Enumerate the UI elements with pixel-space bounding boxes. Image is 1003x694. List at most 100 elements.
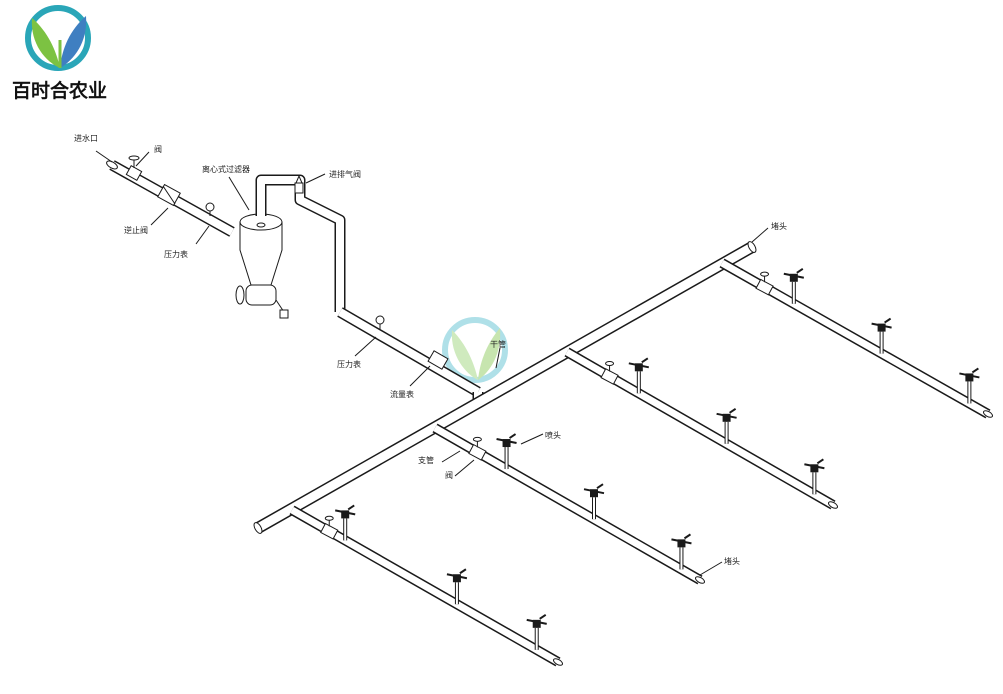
label-inlet: 进水口 [74, 133, 98, 143]
sprinkler-nozzle [508, 433, 517, 439]
label-check-valve: 逆止阀 [124, 225, 148, 235]
lateral-end-cap-icon [982, 410, 994, 418]
sprinkler-body [877, 323, 886, 332]
sprinkler-head-icon [671, 533, 692, 570]
sprinkler-arm [804, 463, 825, 470]
pressure-gauge-1 [205, 202, 215, 216]
sprinkler-head-icon [959, 367, 980, 404]
logo-drop [59, 17, 65, 23]
lateral-end-cap-icon [827, 501, 839, 509]
valve-body [468, 443, 487, 461]
sprinkler-nozzle [683, 533, 692, 540]
sprinkler-nozzle [641, 357, 649, 364]
sprinkler-head-icon [783, 267, 805, 304]
label-pressure-gauge: 压力表 [164, 249, 188, 259]
valve-body [755, 278, 774, 296]
label-flow-meter: 流量表 [390, 389, 414, 399]
sprinkler-body [722, 413, 731, 422]
label-centrifugal-filter: 离心式过滤器 [202, 164, 250, 174]
check-valve [157, 183, 181, 207]
inlet-valve [125, 155, 143, 181]
branch-valve-icon [320, 515, 339, 540]
pressure-gauge-2 [375, 315, 385, 330]
sprinkler-head-icon [496, 433, 517, 470]
sprinkler-body [634, 363, 643, 372]
sprinkler-arm [959, 372, 980, 379]
sprinkler-arm [783, 272, 805, 279]
lateral-pipe-fill [290, 506, 560, 666]
lateral-branch [289, 504, 564, 667]
sprinkler-arm [526, 618, 547, 625]
sprinkler-nozzle [596, 483, 604, 490]
logo-drop [49, 21, 55, 27]
main-pipe [253, 241, 757, 534]
branch-valve-icon [755, 271, 774, 296]
valve-handle [760, 271, 770, 277]
branch-valve-icon [468, 436, 487, 461]
sprinkler-arm [871, 322, 892, 329]
main-end-cap-right [747, 241, 757, 253]
sprinkler-body [502, 439, 511, 448]
lateral-branch [564, 347, 839, 510]
lateral-end-cap-icon [694, 576, 706, 584]
lateral-pipes [289, 258, 994, 667]
label-valve: 阀 [154, 145, 162, 154]
sprinkler-nozzle [884, 317, 892, 324]
valve-body [600, 368, 619, 385]
valve-handle [472, 436, 482, 442]
main-end-cap-left [253, 522, 263, 534]
valve-body [320, 522, 339, 540]
label-end-cap-bottom: 堵头 [724, 556, 740, 566]
air-valve [294, 174, 304, 194]
logo-leaf-left [31, 18, 60, 68]
sprinkler-arm [583, 488, 605, 495]
labels: 进水口 阀 逆止阀 压力表 离心式过滤器 进排气阀 压力表 流量表 干管 堵头 … [74, 133, 787, 566]
sprinkler-head-icon [804, 458, 825, 495]
watermark-logo-icon [442, 317, 508, 383]
sprinkler-arm [496, 438, 517, 445]
sprinkler-nozzle [539, 614, 547, 620]
brand-logo: 百时合农业 [12, 5, 107, 102]
centrifugal-filter [235, 213, 289, 319]
label-main-pipe: 干管 [490, 339, 506, 349]
sprinkler-nozzle [347, 504, 355, 511]
sprinkler-head-icon [716, 407, 737, 444]
label-end-cap-top: 堵头 [771, 221, 787, 231]
sprinkler-body [965, 373, 974, 382]
label-pressure-gauge-2: 压力表 [337, 359, 361, 369]
branch-valve-icon [600, 360, 619, 385]
sprinkler-head-icon [526, 614, 547, 650]
flow-meter [427, 350, 449, 370]
valve-handle [324, 515, 334, 521]
sprout-leaf-logo-icon [25, 5, 91, 71]
lateral-branch [432, 423, 706, 585]
lateral-end-cap-icon [552, 658, 564, 666]
sprinkler-head-icon [446, 568, 468, 605]
label-branch-valve: 阀 [445, 471, 453, 480]
sprinkler-nozzle [816, 458, 824, 465]
sprinkler-nozzle [729, 407, 737, 414]
sprinkler-body [810, 464, 819, 473]
leader-lines [95, 150, 769, 576]
valve-handle [605, 360, 615, 366]
sprinkler-arm [335, 509, 356, 516]
sprinkler-nozzle [971, 367, 979, 374]
sprinkler-body [677, 539, 686, 548]
sprinkler-head-icon [583, 483, 605, 520]
sprinkler-arm [446, 573, 468, 580]
sprinkler-arm [671, 538, 692, 545]
supply-line [106, 155, 484, 402]
sprinkler-body [590, 489, 598, 498]
sprinkler-nozzle [459, 568, 467, 575]
label-branch-pipe: 支管 [418, 455, 434, 465]
sprinkler-nozzle [796, 267, 804, 274]
logo-ring [25, 5, 91, 71]
sprinkler-body [532, 619, 541, 628]
lateral-branch [719, 258, 994, 419]
brand-name: 百时合农业 [12, 79, 107, 102]
sprinkler-arm [628, 362, 650, 369]
sprinkler-head-icon [335, 504, 356, 541]
sprinkler-head-icon [628, 357, 650, 394]
sprinkler-body [789, 273, 798, 282]
